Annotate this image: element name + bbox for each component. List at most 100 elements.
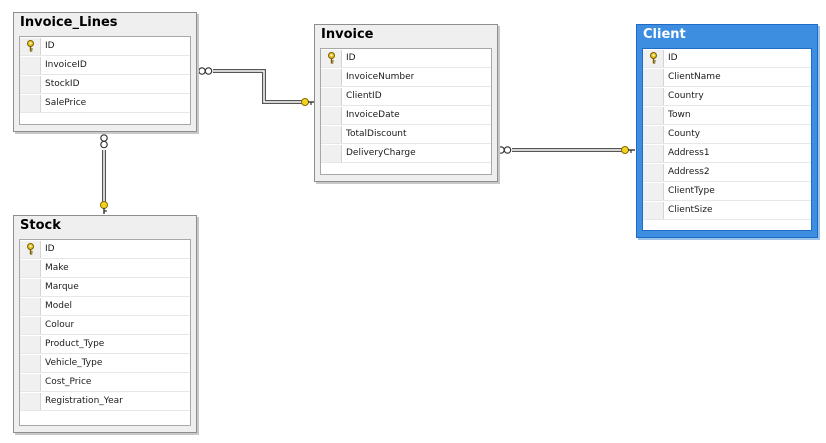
- relationship-invoice-lines-stock[interactable]: [100, 134, 108, 214]
- column-row[interactable]: InvoiceDate: [321, 106, 491, 125]
- one-end-key-icon: [301, 98, 314, 106]
- row-selector[interactable]: [20, 94, 41, 112]
- row-selector[interactable]: [321, 125, 342, 143]
- column-name: ClientType: [668, 186, 715, 196]
- column-name: TotalDiscount: [346, 129, 407, 139]
- column-name: Country: [668, 91, 704, 101]
- column-name: Cost_Price: [45, 377, 92, 387]
- row-selector[interactable]: [643, 201, 664, 219]
- row-selector[interactable]: [643, 49, 664, 67]
- column-name: StockID: [45, 79, 80, 89]
- column-row[interactable]: ID: [321, 49, 491, 68]
- column-row[interactable]: ClientSize: [643, 201, 811, 220]
- column-name: Marque: [45, 282, 79, 292]
- row-selector[interactable]: [321, 68, 342, 86]
- row-selector[interactable]: [321, 144, 342, 162]
- row-selector[interactable]: [20, 392, 41, 410]
- row-selector[interactable]: [321, 106, 342, 124]
- column-row[interactable]: Model: [20, 297, 190, 316]
- column-row[interactable]: SalePrice: [20, 94, 190, 113]
- column-row[interactable]: StockID: [20, 75, 190, 94]
- column-name: InvoiceID: [45, 60, 87, 70]
- row-selector[interactable]: [20, 259, 41, 277]
- column-row[interactable]: Address2: [643, 163, 811, 182]
- column-name: Product_Type: [45, 339, 105, 349]
- column-row[interactable]: Town: [643, 106, 811, 125]
- table-title: Client: [643, 27, 686, 42]
- column-row[interactable]: ID: [643, 49, 811, 68]
- column-row[interactable]: Cost_Price: [20, 373, 190, 392]
- row-selector[interactable]: [643, 125, 664, 143]
- primary-key-icon: [327, 52, 336, 64]
- row-selector[interactable]: [20, 316, 41, 334]
- column-row[interactable]: InvoiceNumber: [321, 68, 491, 87]
- table-title: Invoice_Lines: [20, 15, 118, 30]
- column-row[interactable]: DeliveryCharge: [321, 144, 491, 163]
- many-end-infinity-icon: [198, 67, 213, 75]
- column-name: Address1: [668, 148, 710, 158]
- column-row[interactable]: TotalDiscount: [321, 125, 491, 144]
- many-end-infinity-icon: [497, 146, 512, 154]
- table-invoice-lines[interactable]: Invoice_Lines ID InvoiceID StockID SalePric…: [13, 12, 197, 132]
- column-row[interactable]: Make: [20, 259, 190, 278]
- column-row[interactable]: ClientType: [643, 182, 811, 201]
- row-selector[interactable]: [643, 163, 664, 181]
- row-selector[interactable]: [20, 56, 41, 74]
- column-row[interactable]: Registration_Year: [20, 392, 190, 411]
- row-selector[interactable]: [20, 37, 41, 55]
- row-selector[interactable]: [20, 354, 41, 372]
- relationship-invoice-client[interactable]: [497, 146, 635, 154]
- column-row[interactable]: ID: [20, 37, 190, 56]
- column-name: Make: [45, 263, 69, 273]
- column-row[interactable]: Address1: [643, 144, 811, 163]
- column-row[interactable]: ClientName: [643, 68, 811, 87]
- column-row[interactable]: Country: [643, 87, 811, 106]
- row-selector[interactable]: [321, 49, 342, 67]
- column-name: ID: [45, 41, 55, 51]
- column-name: ClientName: [668, 72, 721, 82]
- row-selector[interactable]: [321, 87, 342, 105]
- column-name: Colour: [45, 320, 75, 330]
- column-row[interactable]: Vehicle_Type: [20, 354, 190, 373]
- column-name: Town: [668, 110, 691, 120]
- many-end-infinity-icon: [100, 134, 108, 149]
- column-name: ClientID: [346, 91, 382, 101]
- column-name: ID: [45, 244, 55, 254]
- column-name: ID: [346, 53, 356, 63]
- table-title: Invoice: [321, 27, 374, 42]
- row-selector[interactable]: [643, 182, 664, 200]
- column-row[interactable]: Product_Type: [20, 335, 190, 354]
- row-selector[interactable]: [20, 373, 41, 391]
- primary-key-icon: [26, 40, 35, 52]
- row-selector[interactable]: [643, 87, 664, 105]
- one-end-key-icon: [621, 146, 635, 154]
- column-row[interactable]: ID: [20, 240, 190, 259]
- one-end-key-icon: [100, 201, 108, 214]
- row-selector[interactable]: [643, 144, 664, 162]
- row-selector[interactable]: [20, 335, 41, 353]
- row-selector[interactable]: [643, 106, 664, 124]
- row-selector[interactable]: [20, 297, 41, 315]
- column-name: County: [668, 129, 701, 139]
- column-name: InvoiceNumber: [346, 72, 415, 82]
- primary-key-icon: [26, 243, 35, 255]
- column-row[interactable]: County: [643, 125, 811, 144]
- column-row[interactable]: InvoiceID: [20, 56, 190, 75]
- column-row[interactable]: Marque: [20, 278, 190, 297]
- column-name: ClientSize: [668, 205, 713, 215]
- column-row[interactable]: Colour: [20, 316, 190, 335]
- row-selector[interactable]: [20, 278, 41, 296]
- row-selector[interactable]: [20, 240, 41, 258]
- column-name: ID: [668, 53, 678, 63]
- row-selector[interactable]: [20, 75, 41, 93]
- column-name: Vehicle_Type: [45, 358, 103, 368]
- column-row[interactable]: ClientID: [321, 87, 491, 106]
- relationship-invoice-lines-invoice[interactable]: [198, 67, 314, 106]
- row-selector[interactable]: [643, 68, 664, 86]
- column-name: Address2: [668, 167, 710, 177]
